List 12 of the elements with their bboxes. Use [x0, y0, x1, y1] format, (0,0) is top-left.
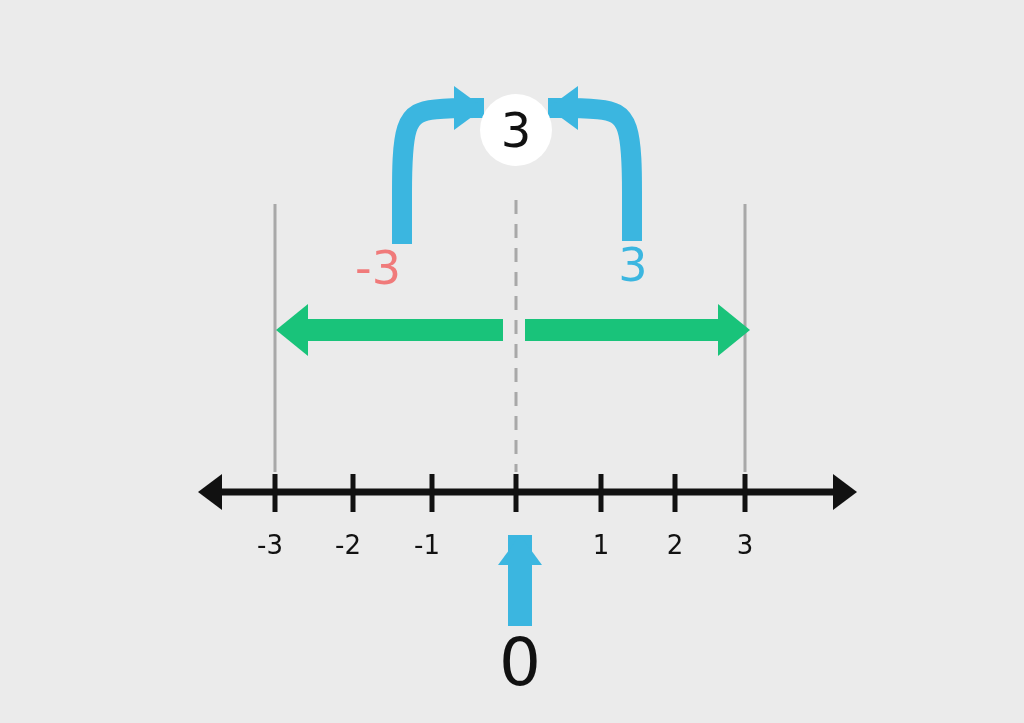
- number-label: 3: [603, 243, 663, 287]
- tick-label: -3: [257, 532, 283, 558]
- number-label: 0: [490, 630, 550, 696]
- tick-label: -1: [414, 532, 440, 558]
- tick-label: 2: [666, 532, 684, 558]
- curved-arrow: [392, 86, 486, 247]
- number-circle: 3: [480, 94, 552, 166]
- number-label: -3: [338, 246, 418, 290]
- up-arrow: [498, 535, 542, 626]
- tick-label: 1: [592, 532, 610, 558]
- tick-label: -2: [335, 532, 361, 558]
- tick-label: 3: [736, 532, 754, 558]
